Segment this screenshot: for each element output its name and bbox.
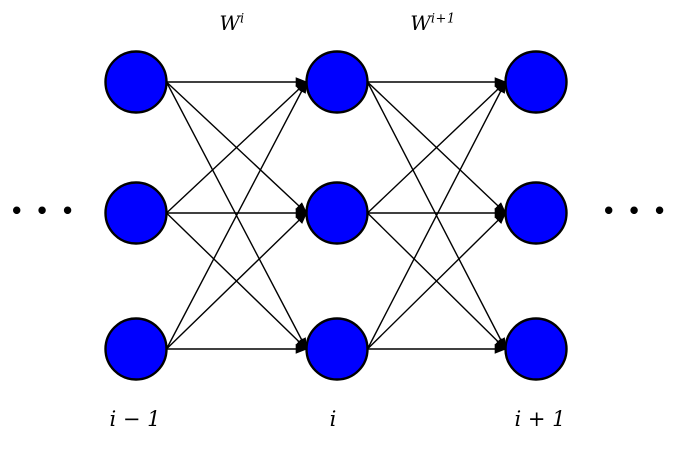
connection-arrow [367,212,507,350]
neuron-node [104,50,168,114]
neuron-node [104,317,168,381]
neuron-node [504,50,568,114]
weight-label-base: W [410,11,431,35]
weight-label-wi: Wi [172,11,292,35]
neuron-node [305,317,369,381]
weight-label-wi-plus-1: Wi+1 [373,11,493,35]
connection-arrow [165,80,308,350]
connection-arrow [367,81,507,214]
layer-label-next: i + 1 [514,407,566,431]
right-ellipsis-icon: ••• [602,199,675,223]
neuron-node [305,50,369,114]
layer-label-prev: i − 1 [109,407,161,431]
left-ellipsis-icon: ••• [10,199,87,223]
weight-label-superscript: i [239,11,245,27]
neuron-node [305,181,369,245]
weight-label-superscript: i+1 [430,11,456,27]
connection-arrow [166,81,308,214]
layer-label-current: i [329,407,337,431]
connection-arrow [166,212,308,350]
neuron-node [504,181,568,245]
connection-arrow [366,80,507,350]
neuron-node [504,317,568,381]
neuron-node [104,181,168,245]
weight-label-base: W [219,11,240,35]
